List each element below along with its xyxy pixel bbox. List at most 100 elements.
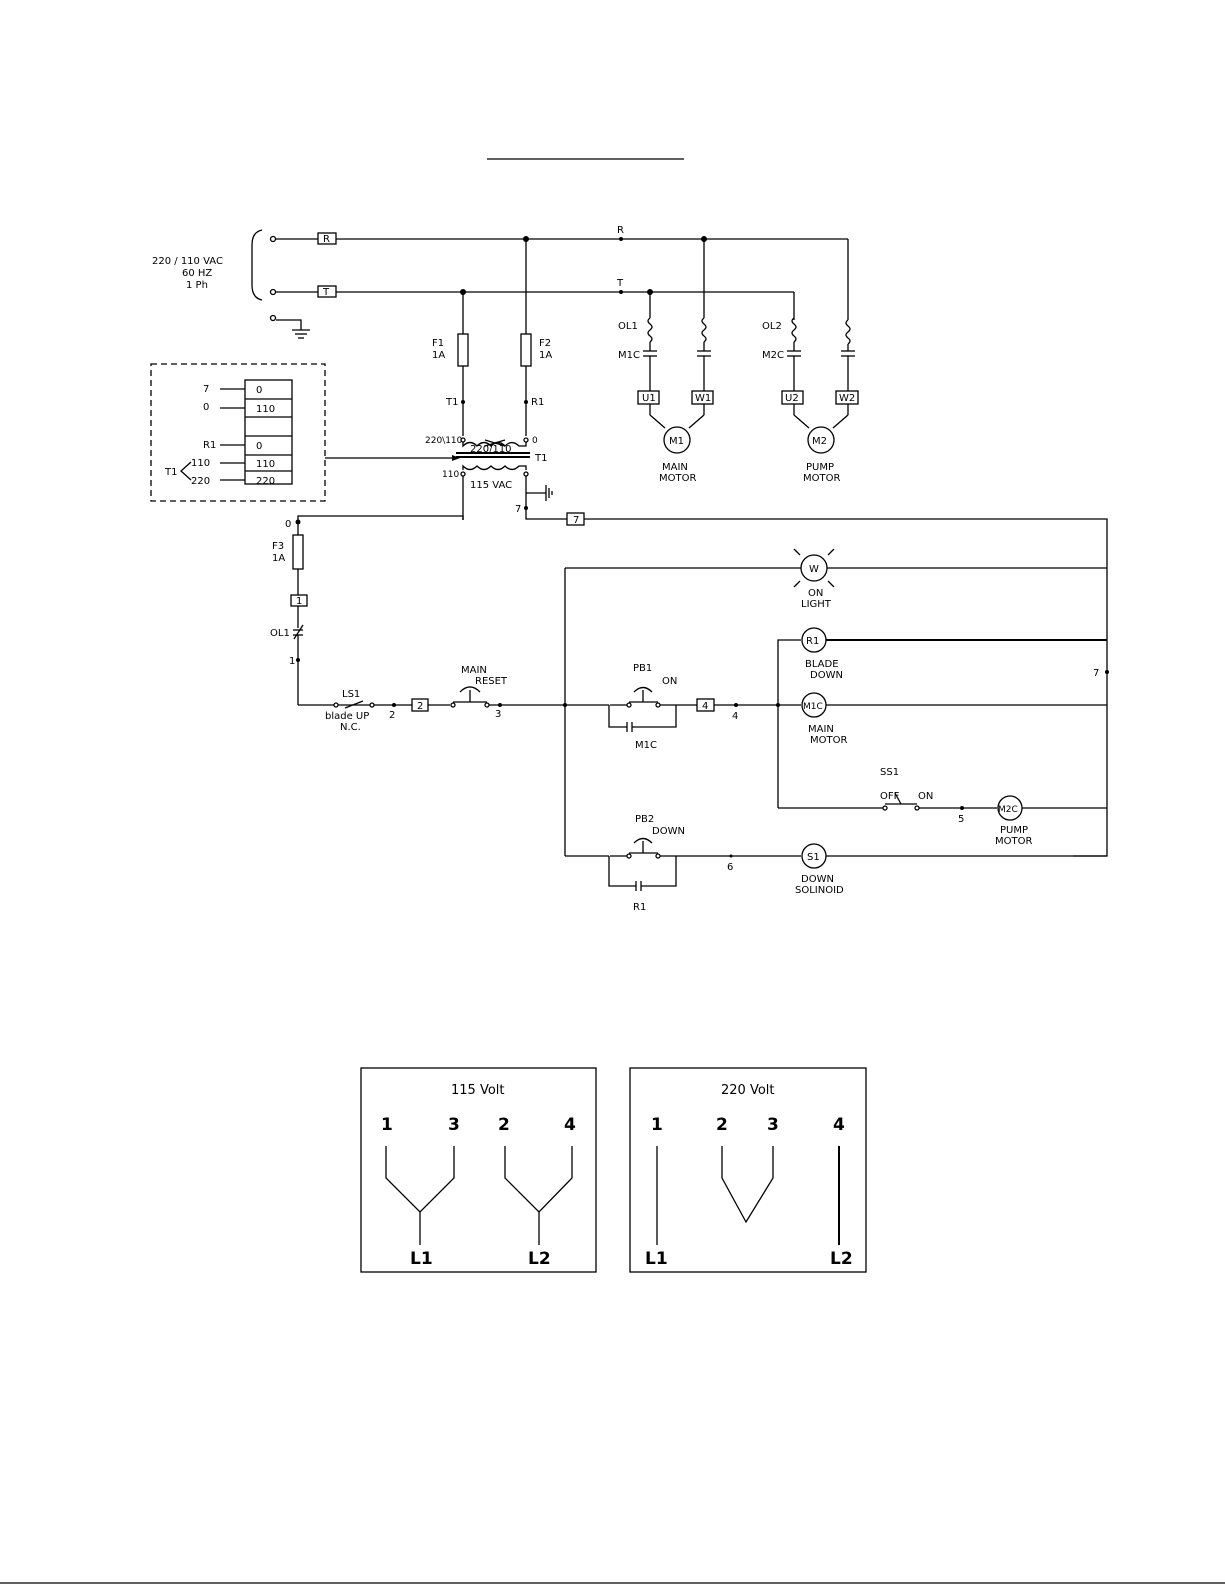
pb2-aux-contact: R1 <box>633 902 646 913</box>
motor-m2-label: MOTOR <box>803 473 840 484</box>
contact-m2c: M2C <box>762 350 784 361</box>
pushbutton-pb2: PB2 <box>635 814 654 825</box>
supply-section: 220 / 110 VAC 60 HZ 1 Ph R R T T <box>152 225 849 339</box>
coil-m1c-label: M1C <box>803 702 823 712</box>
pb2-down-label: DOWN <box>652 826 685 837</box>
control-circuit: 0 F3 1A 1 OL1 1 LS1 blade UP N.C. 2 2 MA… <box>270 508 1109 913</box>
limit-switch-ls1: LS1 <box>342 689 360 700</box>
wiring-220-terminal: 4 <box>833 1115 845 1135</box>
pb1-on-label: ON <box>662 676 677 687</box>
fuse-f1-label: F1 <box>432 338 444 349</box>
control-ol1: OL1 <box>270 628 290 639</box>
wiring-220-title: 220 Volt <box>721 1083 775 1098</box>
s1-desc: SOLINOID <box>795 885 844 896</box>
node-t1: T1 <box>445 397 458 408</box>
on-light-label: ON <box>808 588 823 599</box>
motor-m2: M2 <box>812 436 827 447</box>
fuse-f2-rating: 1A <box>539 350 552 361</box>
node-4: 4 <box>732 711 738 722</box>
coil-m2c-label: M2C <box>998 805 1018 815</box>
contact-m1c: M1C <box>618 350 640 361</box>
supply-r-label: R <box>323 234 330 245</box>
tap-row-right: 110 <box>256 404 275 415</box>
supply-phase: 1 Ph <box>186 280 208 291</box>
r1-desc: DOWN <box>810 670 843 681</box>
motor-m2-label: PUMP <box>806 462 834 473</box>
motor-m2-symbol <box>807 426 835 454</box>
wire-7: 7 <box>573 515 579 526</box>
main-reset-label: MAIN <box>461 665 487 676</box>
wiring-220-terminal: 2 <box>716 1115 728 1135</box>
node-0: 0 <box>285 519 291 530</box>
tap-110: 110 <box>442 470 459 480</box>
wiring-115-terminal: 4 <box>564 1115 576 1135</box>
fuse-f3-rating: 1A <box>272 553 285 564</box>
wire-2: 2 <box>417 701 423 712</box>
tap-row-right: 0 <box>256 441 262 452</box>
tap-row-left: 110 <box>191 458 210 469</box>
wiring-220-terminal: 3 <box>767 1115 779 1135</box>
wiring-220-line: L2 <box>830 1249 853 1269</box>
supply-ground-terminal <box>269 314 277 322</box>
ground-icon <box>292 329 310 339</box>
overload-ol1: OL1 <box>618 321 638 332</box>
wiring-115-terminal: 2 <box>498 1115 510 1135</box>
ls1-desc: N.C. <box>340 722 361 733</box>
pushbutton-pb1: PB1 <box>633 663 652 674</box>
motor-m1-circuit: OL1 M1C U1 W1 M1 MAIN MOTOR <box>618 239 714 484</box>
tap-row-left: 0 <box>203 402 209 413</box>
m1c-desc: MAIN <box>808 724 834 735</box>
tap-220-110: 220\110 <box>425 436 463 446</box>
supply-t-terminal <box>269 288 277 296</box>
transformer-name: T1 <box>534 453 547 464</box>
s1-desc: DOWN <box>801 874 834 885</box>
wiring-115-terminal: 3 <box>448 1115 460 1135</box>
node-7-transformer: 7 <box>515 504 521 515</box>
transformer-t1: 220/110 220\110 0 T1 110 115 VAC 7 <box>425 436 553 520</box>
supply-voltage: 220 / 110 VAC <box>152 256 223 267</box>
node-6: 6 <box>727 862 733 873</box>
ss1-off-label: OFF <box>880 791 900 802</box>
tap-row-left: 220 <box>191 476 210 487</box>
supply-brace <box>251 229 263 301</box>
m2c-desc: PUMP <box>1000 825 1028 836</box>
fuse-f3-label: F3 <box>272 541 284 552</box>
terminal-u1: U1 <box>642 393 656 404</box>
tap-row-right: 110 <box>256 459 275 470</box>
ground-icon <box>545 485 553 501</box>
main-reset-label: RESET <box>475 676 508 687</box>
r1-desc: BLADE <box>805 659 839 670</box>
selector-switch-ss1: SS1 <box>880 767 899 778</box>
supply-r-terminal <box>269 235 277 243</box>
supply-t-label: T <box>322 287 330 298</box>
lamp-rays-icon <box>793 548 835 588</box>
m2c-desc: MOTOR <box>995 836 1032 847</box>
transformer-ratio: 220/110 <box>470 444 512 455</box>
ls1-desc: blade UP <box>325 711 369 722</box>
tap-table: 7 0 0 110 R1 0 110 110 220 220 T1 <box>150 363 326 502</box>
pb1-aux-contact: M1C <box>635 740 657 751</box>
terminal-u2: U2 <box>785 393 799 404</box>
m1c-desc: MOTOR <box>810 735 847 746</box>
fuse-section: F1 1A T1 F2 1A R1 <box>432 239 552 436</box>
motor-m1-label: MOTOR <box>659 473 696 484</box>
node-2: 2 <box>389 710 395 721</box>
motor-m1-symbol <box>663 426 691 454</box>
motor-m1: M1 <box>669 436 684 447</box>
wiring-220-line: L1 <box>645 1249 668 1269</box>
tap-row-left: R1 <box>203 440 216 451</box>
ss1-on-label: ON <box>918 791 933 802</box>
wire-4: 4 <box>702 701 708 712</box>
node-7: 7 <box>1093 668 1099 679</box>
node-3: 3 <box>495 709 501 720</box>
wiring-115-line: L1 <box>410 1249 433 1269</box>
tap-row-right: 0 <box>256 385 262 396</box>
bus-r-label: R <box>617 225 624 236</box>
fuse-f2 <box>520 333 532 367</box>
bus-t-label: T <box>616 278 624 289</box>
wiring-115-volt: 115 Volt 1 3 2 4 L1 L2 <box>360 1067 597 1273</box>
wiring-115-title: 115 Volt <box>451 1083 505 1098</box>
wiring-115-line: L2 <box>528 1249 551 1269</box>
on-light-symbol: W <box>809 564 819 575</box>
